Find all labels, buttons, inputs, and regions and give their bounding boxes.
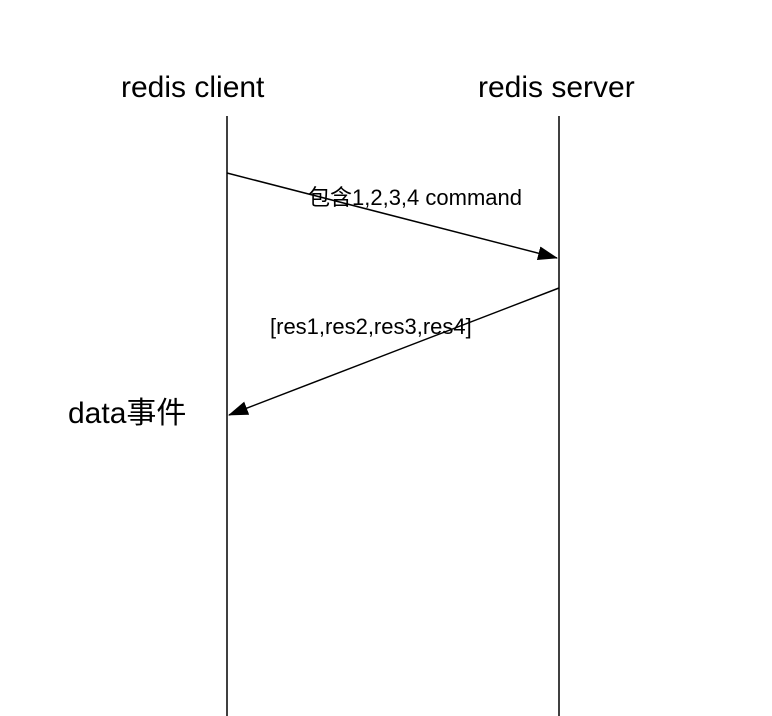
data-event-label: data事件 xyxy=(68,397,187,430)
request-message-label: 包含1,2,3,4 command xyxy=(308,185,522,210)
client-label: redis client xyxy=(121,71,265,104)
response-message-label: [res1,res2,res3,res4] xyxy=(270,314,472,339)
server-label: redis server xyxy=(478,71,635,104)
request-arrow xyxy=(226,172,558,261)
response-arrow xyxy=(228,287,560,416)
